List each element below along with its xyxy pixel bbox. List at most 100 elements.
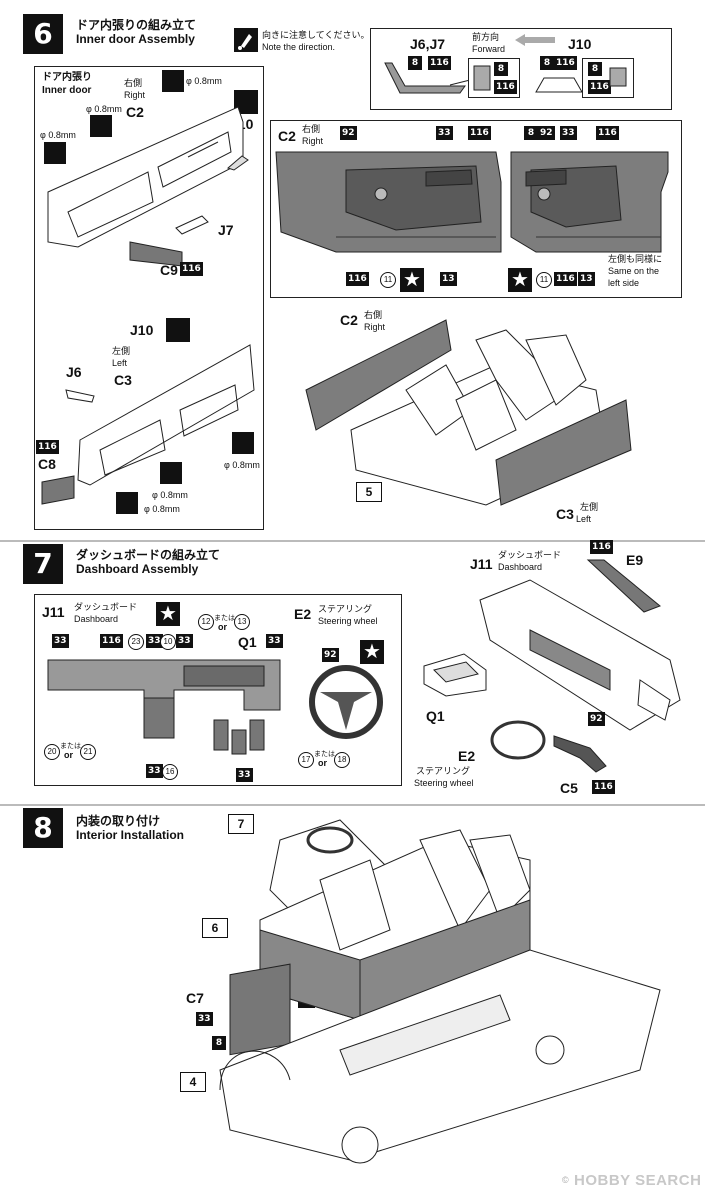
ref-step-7: 7 (228, 814, 254, 834)
note-jp: 向きに注意してください。 (262, 30, 370, 40)
mataha-label: または (314, 751, 335, 758)
dash-jp: ダッシュボード (498, 550, 562, 560)
badge-33: 33 (196, 1012, 213, 1026)
part-c3: C3 (556, 506, 574, 522)
right-en: Right (364, 322, 386, 332)
divider-line (0, 540, 705, 542)
phi-label: φ 0.8mm (86, 104, 122, 114)
e2-label: E2 (294, 606, 312, 622)
part-j6: J6 (66, 364, 82, 380)
note-en: Note the direction. (262, 42, 336, 52)
badge-8: 8 (408, 56, 422, 70)
j7-part-drawing (175, 215, 209, 235)
badge-116: 116 (588, 80, 611, 94)
badge-33: 33 (176, 634, 193, 648)
star-icon: ★ (156, 602, 180, 626)
badge-8: 8 (588, 62, 602, 76)
phi-label: φ 0.8mm (144, 504, 180, 514)
drill-icon (162, 70, 184, 92)
mataha-label: または (60, 743, 81, 750)
callout-10: 10 (160, 634, 176, 650)
badge-92: 92 (322, 648, 339, 662)
drill-icon (44, 142, 66, 164)
step-6-number: 6 (23, 14, 63, 54)
right-jp: 右側 (364, 310, 383, 320)
part-c2: C2 (340, 312, 358, 328)
badge-92: 92 (340, 126, 357, 140)
badge-8: 8 (494, 62, 508, 76)
badge-116: 116 (36, 440, 59, 454)
dash-jp: ダッシュボード (74, 602, 138, 612)
same-en-2: left side (608, 278, 640, 288)
steer-jp: ステアリング (318, 604, 373, 614)
same-jp: 左側も同様に (608, 254, 663, 264)
badge-116: 116 (554, 272, 577, 286)
phi-label: φ 0.8mm (40, 130, 76, 140)
callout-12: 12 (198, 614, 214, 630)
left-jp: 左側 (580, 502, 599, 512)
callout-20: 20 (44, 744, 60, 760)
badge-116: 116 (590, 540, 613, 554)
badge-33: 33 (146, 764, 163, 778)
step-7-title-jp: ダッシュボードの組み立て (76, 548, 221, 562)
j11-label: J11 (470, 556, 493, 572)
e9-part-drawing (586, 559, 661, 613)
step-6-title-jp: ドア内張りの組み立て (76, 18, 197, 32)
drill-icon (90, 115, 112, 137)
badge-116: 116 (596, 126, 619, 140)
badge-116: 116 (428, 56, 451, 70)
dashboard-front-drawing (47, 659, 281, 755)
forward-jp: 前方向 (472, 32, 500, 42)
badge-116: 116 (100, 634, 123, 648)
right-jp: 右側 (124, 78, 143, 88)
steer-jp: ステアリング (416, 766, 471, 776)
q1-label: Q1 (238, 634, 257, 650)
part-c8: C8 (38, 456, 56, 472)
dashboard-3d-drawing (479, 579, 681, 731)
step-8-title-jp: 内装の取り付け (76, 814, 161, 828)
callout-18: 18 (334, 752, 350, 768)
drill-icon (116, 492, 138, 514)
c5-column-drawing (553, 735, 607, 773)
note-direction-icon (166, 318, 190, 342)
j10-detail-label: J10 (568, 36, 592, 52)
part-c3: C3 (114, 372, 132, 388)
badge-116: 116 (592, 780, 615, 794)
j6j7-part-drawing (384, 62, 466, 94)
badge-116: 116 (554, 56, 577, 70)
j6-part-drawing (65, 389, 95, 403)
callout-17: 17 (298, 752, 314, 768)
part-j10: J10 (130, 322, 154, 338)
badge-8: 8 (540, 56, 554, 70)
interior-installation-drawing (219, 819, 661, 1164)
star-icon: ★ (400, 268, 424, 292)
left-door-panel-drawing (77, 344, 255, 486)
or-label: or (318, 758, 327, 768)
inner-door-en: Inner door (42, 85, 92, 96)
badge-33: 33 (266, 634, 283, 648)
drill-icon (232, 432, 254, 454)
badge-13: 13 (578, 272, 595, 286)
interior-tub-assembly-drawing (305, 319, 632, 506)
badge-13: 13 (440, 272, 457, 286)
dash-en: Dashboard (74, 614, 119, 624)
badge-33: 33 (52, 634, 69, 648)
e9-label: E9 (626, 552, 644, 568)
badge-116: 116 (494, 80, 517, 94)
j10-part-drawing (535, 77, 583, 93)
phi-label: φ 0.8mm (186, 76, 222, 86)
j11-label: J11 (42, 604, 65, 620)
badge-8: 8 (524, 126, 538, 140)
part-c2: C2 (278, 128, 296, 144)
steer-en: Steering wheel (414, 778, 474, 788)
c5-label: C5 (560, 780, 578, 796)
copyright-mark: © (562, 1175, 569, 1185)
steer-en: Steering wheel (318, 616, 378, 626)
badge-8: 8 (212, 1036, 226, 1050)
part-j7: J7 (218, 222, 234, 238)
step-7-number: 7 (23, 544, 63, 584)
badge-33: 33 (146, 634, 163, 648)
star-icon: ★ (360, 640, 384, 664)
dash-en: Dashboard (498, 562, 543, 572)
step-8-number: 8 (23, 808, 63, 848)
